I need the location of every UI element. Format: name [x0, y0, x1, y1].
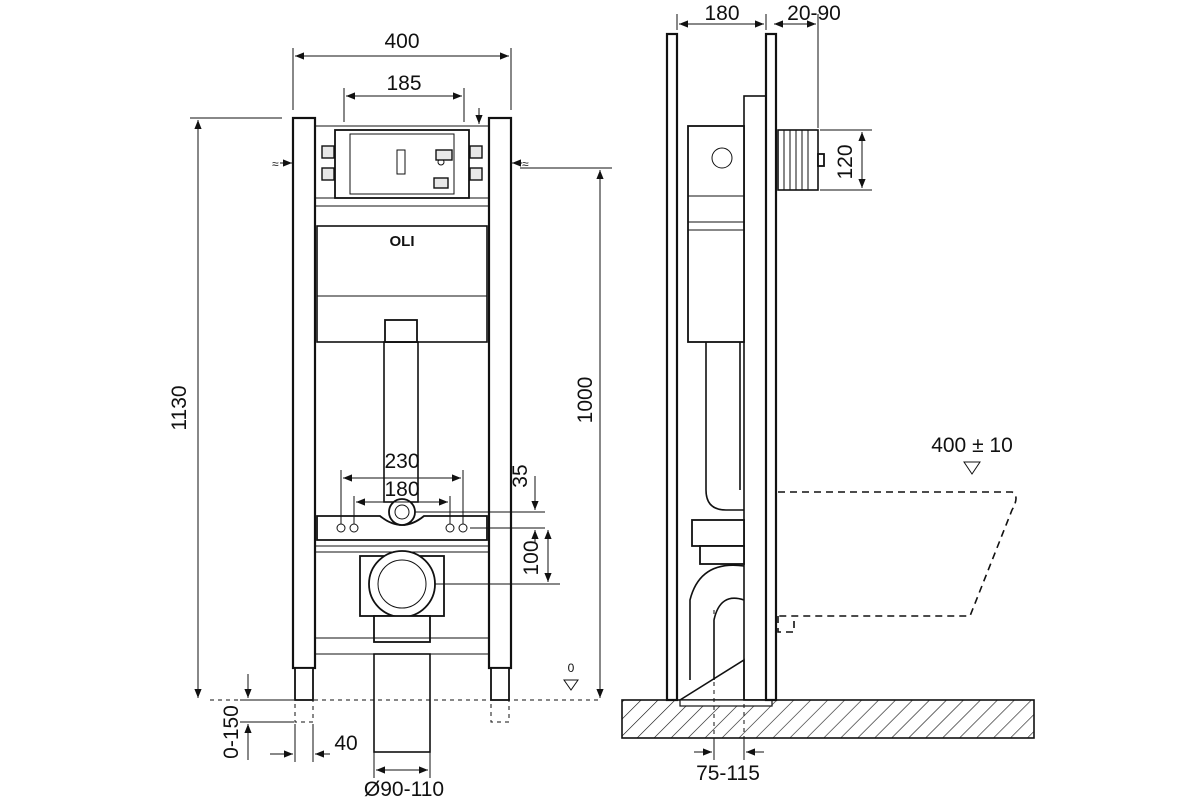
drain-outlet — [368, 550, 436, 618]
seat-height-label: 400 ± 10 — [931, 434, 1013, 457]
top-height-dimension: 1000 — [574, 377, 597, 424]
front-view: OLI 400 185 — [168, 30, 612, 800]
bolt-spacing-dimension: 180 — [384, 478, 419, 501]
inlet-height-dimension: 120 — [834, 144, 857, 179]
left-upright — [291, 116, 317, 670]
waste-pipe — [373, 653, 431, 753]
rear-upright — [665, 32, 679, 702]
foot-adjust-dimension: 0-150 — [220, 705, 243, 759]
outlet-diameter-dimension: Ø90-110 — [364, 778, 444, 800]
front-upright — [764, 32, 778, 702]
width-dimension: 400 — [384, 30, 419, 53]
flush-panel-frame — [334, 129, 470, 199]
svg-text:≈: ≈ — [272, 157, 279, 171]
brand-logo: OLI — [390, 233, 415, 250]
bolt-offset-dimension: 35 — [509, 464, 532, 487]
flush-width-dimension: 230 — [384, 450, 419, 473]
depth-dimension: 180 — [704, 2, 739, 25]
flush-outlet-ring — [388, 498, 416, 526]
outlet-depth-dimension: 75-115 — [696, 762, 760, 785]
side-view: 180 20-90 120 400 ± 10 75-115 — [621, 2, 1035, 785]
zero-level-label: 0 — [568, 661, 575, 675]
foot-offset-dimension: 40 — [334, 732, 357, 755]
wall-gap-dimension: 20-90 — [787, 2, 841, 25]
right-upright — [487, 116, 513, 670]
cistern-side — [687, 125, 745, 343]
height-dimension: 1130 — [168, 385, 191, 430]
toilet-bowl-outline — [778, 491, 1017, 617]
outlet-offset-dimension: 100 — [520, 540, 543, 575]
svg-text:≈: ≈ — [522, 157, 529, 171]
right-foot — [490, 667, 510, 701]
panel-width-dimension: 185 — [386, 72, 421, 95]
left-foot — [294, 667, 314, 701]
